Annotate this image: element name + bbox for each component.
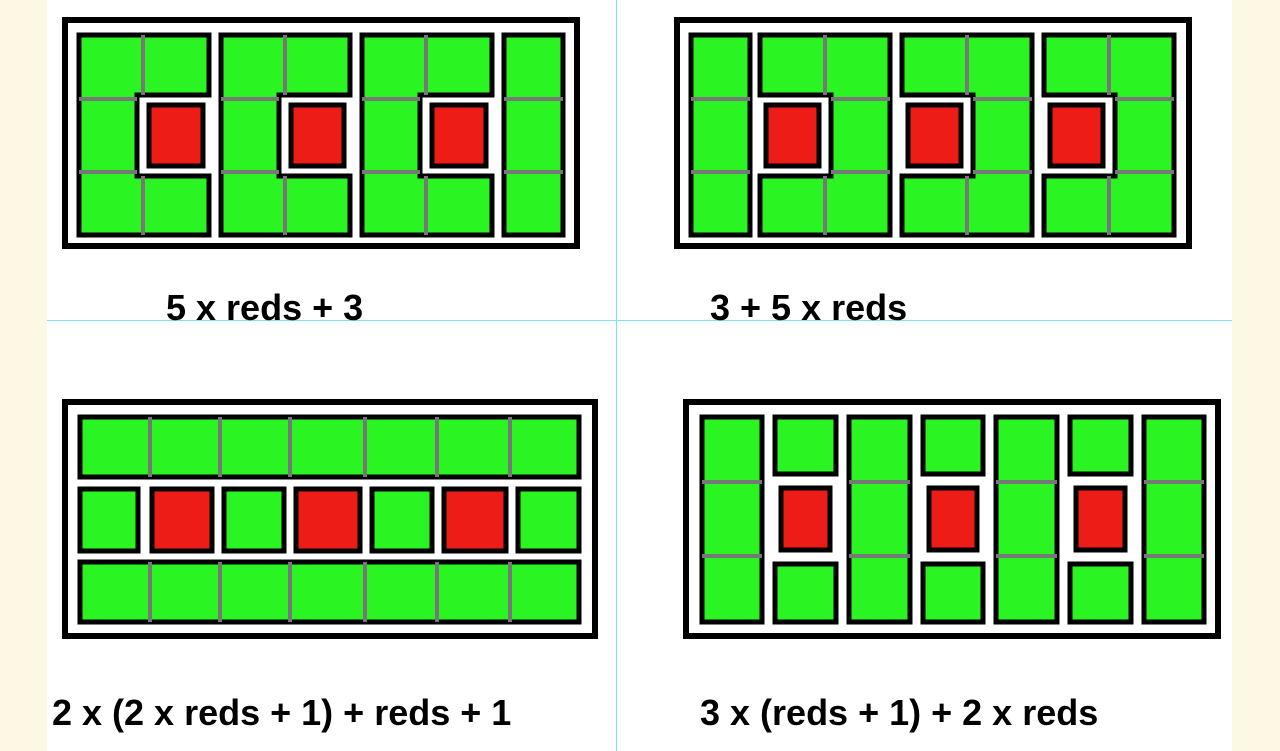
green-block	[688, 32, 753, 238]
red-square	[429, 102, 489, 169]
green-block	[369, 486, 435, 554]
green-block	[699, 414, 765, 625]
red-square	[926, 485, 980, 553]
red-square	[778, 485, 833, 553]
green-c-shape	[76, 32, 212, 238]
green-block	[1067, 414, 1134, 477]
green-block	[501, 32, 566, 238]
red-square	[441, 486, 509, 554]
red-square	[1047, 102, 1106, 169]
horizontal-guide-line	[47, 320, 1232, 321]
red-square	[146, 102, 206, 169]
red-square	[293, 486, 363, 554]
formula-label: 5 x reds + 3	[166, 287, 364, 328]
green-block	[77, 559, 582, 625]
green-c-shape	[757, 32, 893, 238]
green-c-shape	[1041, 32, 1177, 238]
green-c-shape	[899, 32, 1035, 238]
green-block	[846, 414, 913, 625]
red-square	[288, 102, 347, 169]
green-c-shape	[218, 32, 353, 238]
formula-label: 3 x (reds + 1) + 2 x reds	[700, 692, 1099, 733]
green-c-shape	[359, 32, 495, 238]
green-block	[772, 414, 839, 477]
green-block	[1141, 414, 1207, 625]
green-block	[221, 486, 287, 554]
green-block	[77, 414, 582, 480]
vertical-guide-line	[616, 0, 617, 751]
green-block	[1067, 561, 1134, 625]
green-block	[993, 414, 1060, 625]
red-square	[763, 102, 822, 169]
formula-label: 3 + 5 x reds	[710, 287, 908, 328]
red-square	[149, 486, 215, 554]
green-block	[515, 486, 582, 554]
formula-label: 2 x (2 x reds + 1) + reds + 1	[52, 692, 512, 733]
red-square	[905, 102, 964, 169]
green-block	[77, 486, 141, 554]
green-block	[920, 414, 986, 477]
green-block	[772, 561, 839, 625]
red-square	[1073, 485, 1128, 553]
green-block	[920, 561, 986, 625]
